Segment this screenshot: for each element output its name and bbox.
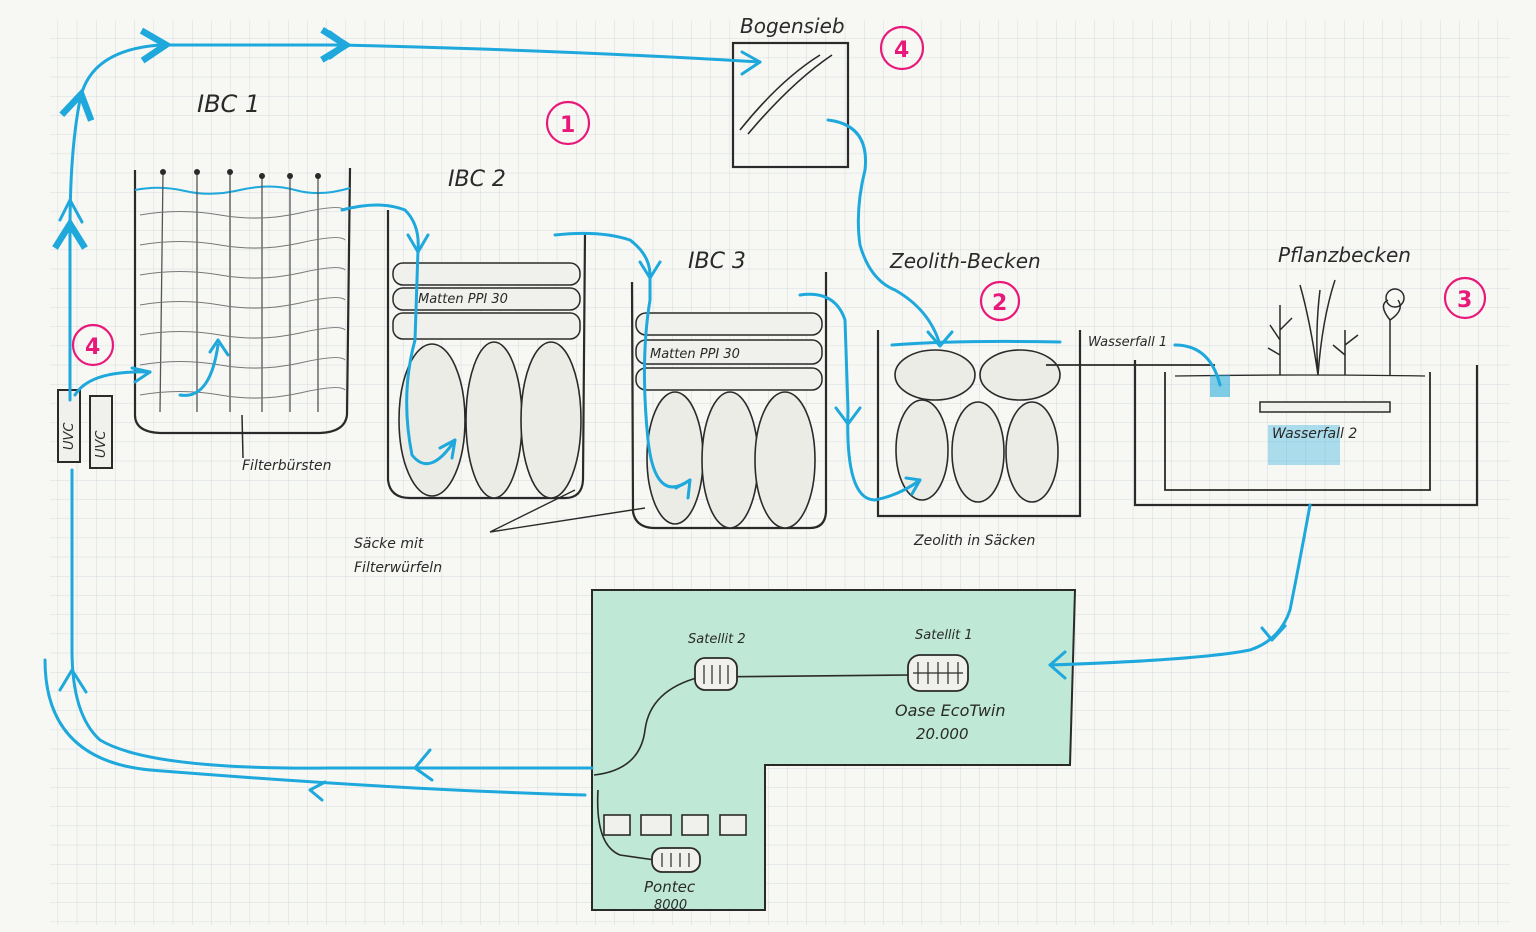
oase-capacity: 20.000 [916, 725, 969, 743]
ibc2-filter-sacks [398, 341, 582, 499]
ibc1-label: IBC 1 [197, 90, 260, 118]
ibc3-filter-sacks [646, 391, 816, 529]
satellit2-label: Satellit 2 [688, 632, 746, 647]
svg-text:4: 4 [894, 38, 909, 63]
zeolith-basin [876, 330, 1082, 518]
pontec-label: Pontec [644, 878, 696, 896]
flow-ibc3-to-zeolith [798, 292, 922, 502]
marker-4-bogensieb: 4 [879, 25, 925, 71]
svg-text:4: 4 [85, 335, 100, 360]
marker-1: 1 [545, 100, 591, 146]
flow-wasserfall1 [1173, 343, 1222, 387]
uvc-unit-2: UVC [89, 395, 113, 469]
flow-zeolith-surface [890, 339, 1062, 347]
filterbuersten-pointer [241, 414, 244, 459]
flow-pond-return-2 [43, 658, 587, 797]
svg-text:3: 3 [1457, 288, 1472, 313]
satellit1-label: Satellit 1 [915, 628, 973, 643]
svg-text:1: 1 [560, 113, 575, 138]
marker-3: 3 [1443, 276, 1487, 320]
matten-ibc3-label: Matten PPI 30 [650, 347, 740, 362]
water-flow [43, 27, 1312, 797]
flow-ibc1-to-ibc2 [340, 203, 457, 466]
flow-arrows [58, 30, 1287, 802]
svg-text:2: 2 [992, 291, 1007, 316]
bogensieb-box [731, 41, 850, 169]
ibc2-tank [386, 210, 587, 500]
flow-ibc2-to-ibc3 [553, 231, 692, 489]
zeolith-saecke-label: Zeolith in Säcken [913, 533, 1035, 549]
flow-return-top [52, 27, 762, 402]
saecke-label-2: Filterwürfeln [354, 560, 442, 576]
ibc3-label: IBC 3 [688, 249, 746, 274]
saecke-pointer [489, 489, 646, 533]
marker-4-uvc: 4 [71, 323, 115, 367]
pflanzbecken-label: Pflanzbecken [1278, 243, 1411, 267]
pontec-pump [651, 847, 701, 873]
plants [1267, 279, 1405, 376]
zeolith-becken-label: Zeolith-Becken [889, 249, 1041, 273]
satellit1-pump [907, 654, 969, 692]
pond-blocks [603, 814, 747, 836]
svg-text:UVC: UVC [94, 430, 109, 458]
marker-2: 2 [979, 280, 1021, 322]
saecke-label: Säcke mit [354, 536, 424, 552]
wasserfall1-label: Wasserfall 1 [1088, 335, 1167, 350]
ibc2-label: IBC 2 [448, 167, 506, 192]
zeolith-sacks [894, 349, 1061, 503]
matten-ibc2-label: Matten PPI 30 [418, 292, 508, 307]
flow-uvc-to-ibc1 [73, 370, 152, 397]
plant-basin [1133, 360, 1479, 507]
wasserfall2-label: Wasserfall 2 [1272, 426, 1357, 442]
oase-label: Oase EcoTwin [895, 701, 1006, 720]
flow-ibc1-internal [178, 343, 220, 397]
svg-text:UVC: UVC [62, 422, 77, 450]
flow-pond-return-1 [70, 468, 594, 770]
flow-plant-to-pond [1048, 503, 1312, 667]
bogensieb-label: Bogensieb [740, 14, 845, 38]
flow-bogensieb-to-zeolith [826, 118, 942, 347]
satellit2-pump [694, 657, 738, 691]
filterbuersten-label: Filterbürsten [242, 458, 331, 474]
pump-hose [593, 674, 911, 861]
pontec-capacity: 8000 [654, 898, 687, 913]
